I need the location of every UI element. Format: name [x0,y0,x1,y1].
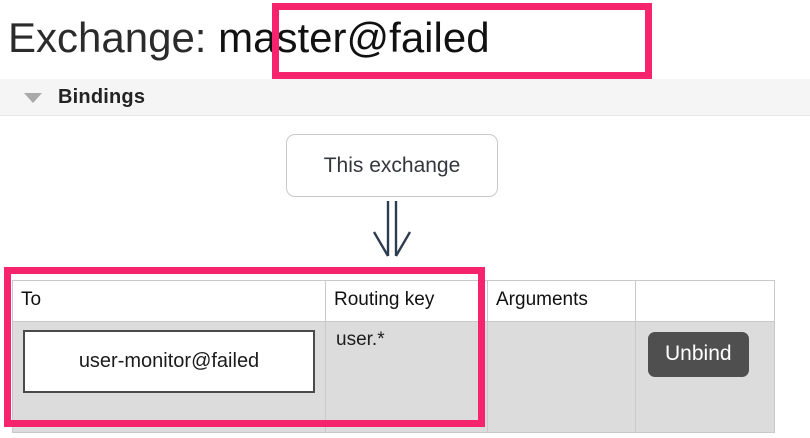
destination-chip[interactable]: user-monitor@failed [23,330,315,393]
cell-actions: Unbind [635,321,775,433]
table-header-row: To Routing key Arguments [12,280,775,322]
destination-label: user-monitor@failed [78,350,260,372]
column-header-actions [635,280,775,322]
this-exchange-node: This exchange [286,134,498,197]
bindings-table: To Routing key Arguments user-monitor@fa… [12,280,775,433]
double-down-arrow-icon [363,199,423,261]
bindings-section-header[interactable]: Bindings [0,79,810,116]
page-title: Exchange: master@failed [8,6,490,70]
cell-arguments [487,321,636,433]
this-exchange-label: This exchange [323,153,461,177]
triangle-down-icon[interactable] [24,93,42,103]
exchange-name: master@failed [218,14,490,61]
table-row: user-monitor@failed user.* Unbind [12,321,775,433]
column-header-routing-key[interactable]: Routing key [325,280,488,322]
unbind-button[interactable]: Unbind [648,332,749,377]
column-header-arguments[interactable]: Arguments [487,280,636,322]
column-header-to[interactable]: To [12,280,326,322]
cell-to: user-monitor@failed [12,321,326,433]
bindings-section-label: Bindings [58,86,146,108]
cell-routing-key: user.* [325,321,488,433]
page-title-prefix: Exchange: [8,14,207,61]
